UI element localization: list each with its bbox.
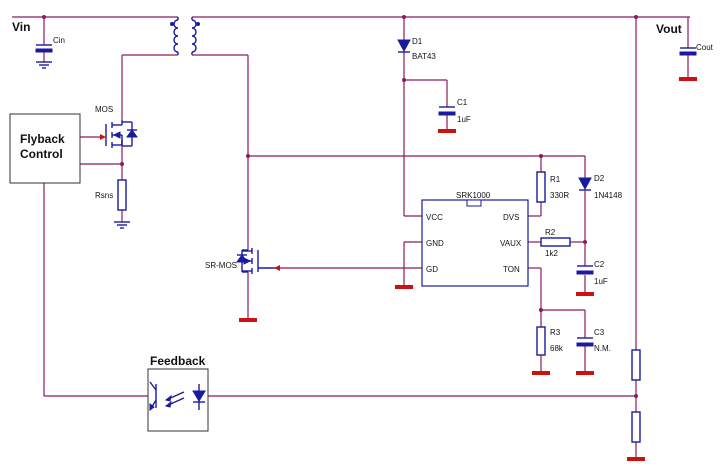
c3-value-label: N.M. (594, 344, 611, 353)
c2-label: C2 (594, 260, 605, 269)
divider-ground (627, 457, 645, 461)
cout-capacitor (679, 47, 697, 81)
r1-resistor (536, 171, 546, 203)
wires (12, 16, 690, 458)
r1-value-label: 330R (550, 191, 569, 200)
ic-ground (395, 285, 413, 289)
d2-diode (578, 177, 592, 191)
r3-resistor (532, 326, 550, 375)
flyback-control-block (9, 113, 81, 184)
c1-label: C1 (457, 98, 468, 107)
pin-ton-label: TON (503, 265, 520, 274)
junction-dots (42, 15, 638, 398)
labels: Vin Vout Cin Cout MOS Flyback Control Rs… (12, 20, 714, 368)
mos-label: MOS (95, 105, 113, 114)
srmos-label: SR-MOS (205, 261, 237, 270)
d1-part-label: BAT43 (412, 52, 436, 61)
r3-value-label: 68k (550, 344, 564, 353)
cout-label: Cout (696, 43, 714, 52)
pin-vcc-label: VCC (426, 213, 443, 222)
c2-value-label: 1uF (594, 277, 608, 286)
r3-label: R3 (550, 328, 561, 337)
srk1000-ic (421, 199, 529, 287)
divider-resistor-top (631, 349, 641, 381)
r2-label: R2 (545, 228, 556, 237)
c1-capacitor (438, 106, 456, 133)
sr-mos-transistor (236, 248, 280, 322)
rsns-resistor (114, 179, 130, 229)
divider-resistor-bottom (631, 411, 641, 443)
c1-value-label: 1uF (457, 115, 471, 124)
flyback-label-line2: Control (20, 147, 63, 161)
pin-gnd-label: GND (426, 239, 444, 248)
d2-label: D2 (594, 174, 605, 183)
r2-value-label: 1k2 (545, 249, 558, 258)
pin-dvs-label: DVS (503, 213, 519, 222)
feedback-label: Feedback (150, 354, 206, 368)
d1-label: D1 (412, 37, 423, 46)
transformer (170, 17, 200, 55)
pin-gd-label: GD (426, 265, 438, 274)
cin-capacitor (35, 44, 53, 69)
r1-label: R1 (550, 175, 561, 184)
pin-vaux-label: VAUX (500, 239, 522, 248)
ic-name-label: SRK1000 (456, 191, 491, 200)
rsns-label: Rsns (95, 191, 113, 200)
vin-label: Vin (12, 20, 30, 34)
mos-transistor (100, 120, 138, 148)
r2-resistor (540, 237, 571, 247)
vout-label: Vout (656, 22, 682, 36)
flyback-label-line1: Flyback (20, 132, 65, 146)
optocoupler (147, 368, 209, 432)
c2-capacitor (576, 265, 594, 296)
c3-capacitor (576, 337, 594, 375)
d2-part-label: 1N4148 (594, 191, 623, 200)
c3-label: C3 (594, 328, 605, 337)
cin-label: Cin (53, 36, 65, 45)
d1-diode (397, 39, 411, 53)
